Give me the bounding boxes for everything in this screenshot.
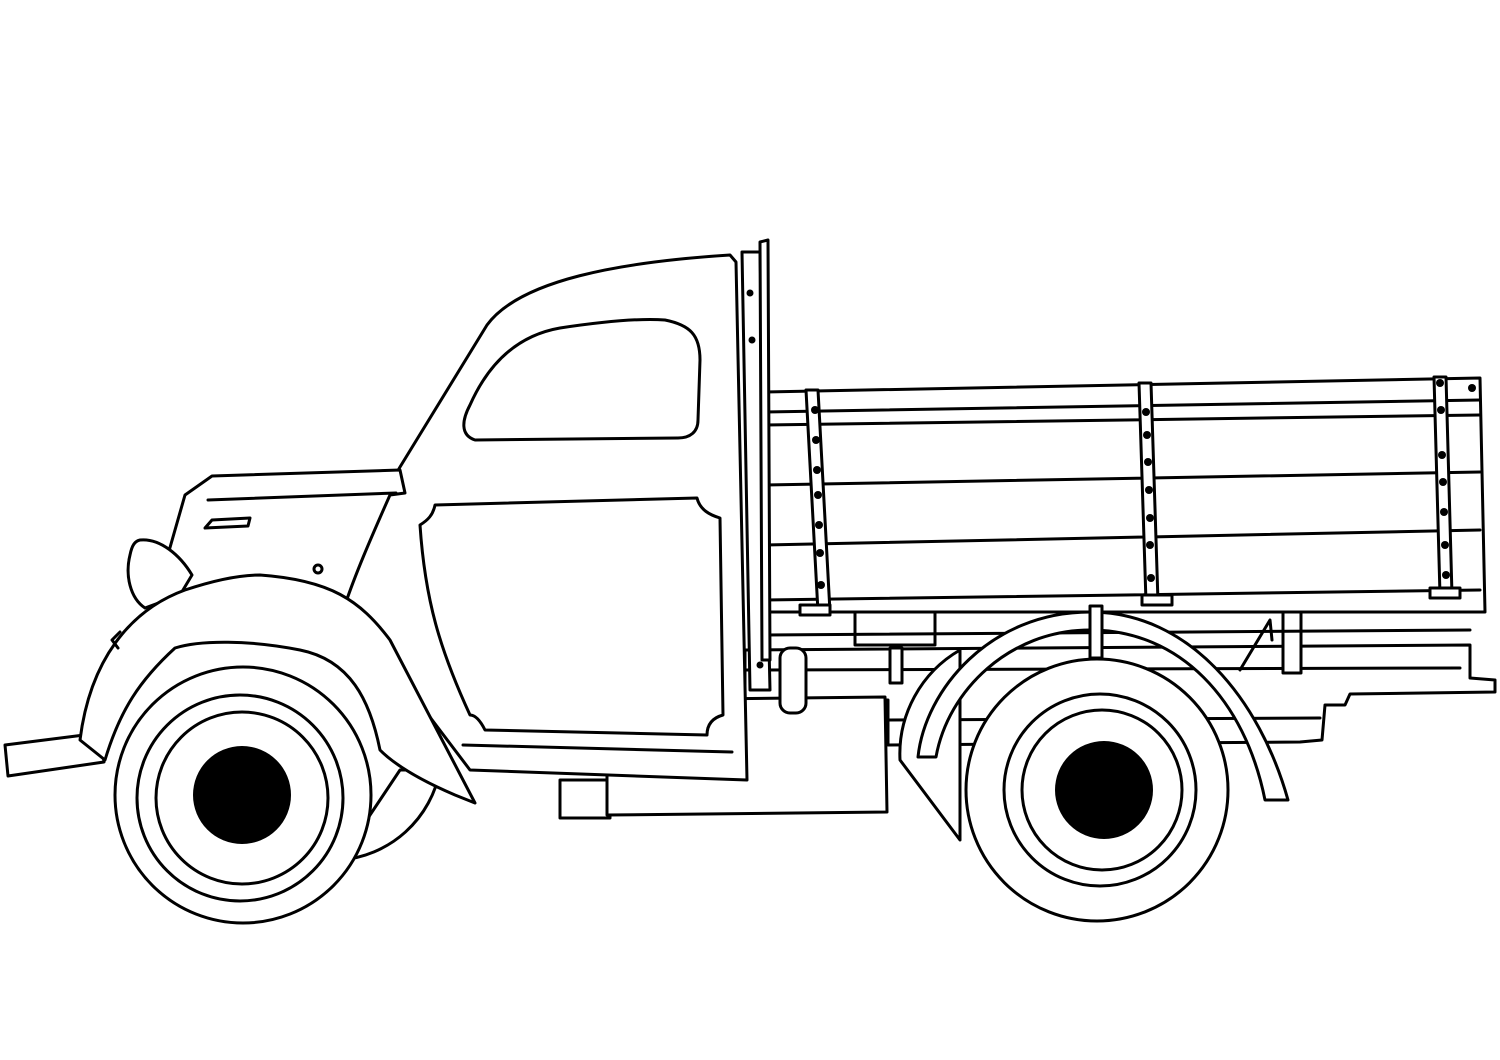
rear-hub <box>1055 741 1153 839</box>
bolts <box>811 379 1476 589</box>
cargo-bed <box>763 375 1487 637</box>
cab <box>343 253 749 782</box>
cab-pillar <box>740 238 772 692</box>
front-bumper <box>3 731 106 778</box>
front-wheel <box>113 665 442 925</box>
cab-door <box>418 496 725 737</box>
cab-window <box>462 317 702 442</box>
rear-fender <box>916 610 1290 802</box>
headlight <box>126 538 194 610</box>
front-fender <box>78 573 477 805</box>
front-hub <box>193 746 291 844</box>
rear-wheel <box>898 648 1230 923</box>
